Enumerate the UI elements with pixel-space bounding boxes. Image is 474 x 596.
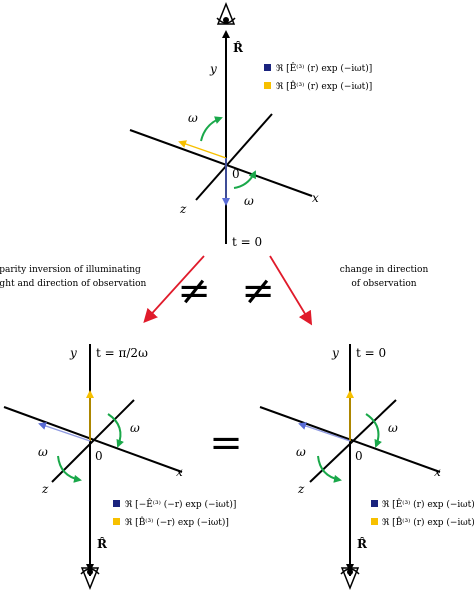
left-caption-line1: parity inversion of illuminating bbox=[0, 265, 141, 275]
eye-icon-bl bbox=[80, 567, 100, 591]
y-axis-label-top: y bbox=[209, 62, 217, 76]
legend-top: ℜ [Ê⁽³⁾ (r) exp (−iωt)] ℜ [B̂⁽³⁾ (r) exp… bbox=[264, 62, 372, 92]
legend-text-b-br: ℜ [B̂⁽³⁾ (r) exp (−iωt)] bbox=[382, 516, 474, 528]
y-axis-label-br: y bbox=[331, 346, 339, 360]
z-axis-label-br: z bbox=[297, 482, 305, 496]
right-caption-line2: of observation bbox=[351, 279, 416, 289]
e-field-vector-bl bbox=[38, 422, 91, 442]
legend-swatch-e-bl bbox=[113, 500, 120, 507]
z-axis-label-bl: z bbox=[41, 482, 49, 496]
omega-label-bl-left: ω bbox=[38, 445, 48, 459]
legend-text-e-bl: ℜ [−Ê⁽³⁾ (−r) exp (−iωt)] bbox=[125, 498, 236, 510]
not-equal-sign-2: ≠ bbox=[241, 268, 275, 314]
legend-swatch-b-br bbox=[371, 518, 378, 525]
equal-sign: = bbox=[209, 420, 243, 466]
x-axis-label-top: x bbox=[312, 191, 319, 205]
eye-icon-br bbox=[340, 567, 360, 591]
x-axis-label-bl: x bbox=[176, 465, 183, 479]
b-field-vector-top bbox=[178, 140, 227, 159]
time-label-br: t = 0 bbox=[356, 346, 386, 360]
r-hat-label-top: R̂ bbox=[233, 40, 244, 55]
right-caption-line1: change in direction bbox=[340, 265, 429, 275]
transition-arrow-left bbox=[143, 255, 205, 323]
omega-arrow-br-left bbox=[317, 455, 342, 483]
legend-br: ℜ [Ê⁽³⁾ (r) exp (−iωt)] ℜ [B̂⁽³⁾ (r) exp… bbox=[371, 498, 474, 528]
r-hat-label-bl: R̂ bbox=[97, 536, 108, 551]
omega-label-top-upper: ω bbox=[188, 111, 198, 125]
y-axis-label-bl: y bbox=[69, 346, 77, 360]
omega-label-bl-right: ω bbox=[130, 421, 140, 435]
legend-text-e-br: ℜ [Ê⁽³⁾ (r) exp (−iωt)] bbox=[382, 498, 474, 510]
x-axis-bl bbox=[3, 406, 183, 473]
origin-label-top: 0 bbox=[232, 167, 240, 181]
legend-bl: ℜ [−Ê⁽³⁾ (−r) exp (−iωt)] ℜ [B̂⁽³⁾ (−r) … bbox=[113, 498, 236, 528]
omega-arrow-top-lower bbox=[233, 170, 256, 189]
z-axis-br bbox=[309, 399, 397, 483]
not-equal-sign-1: ≠ bbox=[177, 268, 211, 314]
omega-arrow-bl-right bbox=[107, 413, 124, 448]
transitions: parity inversion of illuminating light a… bbox=[0, 255, 429, 466]
omega-label-br-right: ω bbox=[388, 421, 398, 435]
z-axis-bl bbox=[51, 399, 135, 483]
omega-arrow-br-right bbox=[365, 413, 382, 448]
omega-arrow-top-upper bbox=[200, 116, 223, 142]
omega-label-br-left: ω bbox=[296, 445, 306, 459]
bottom-right-diagram: y t = 0 ω ω 0 x z R̂ ℜ [Ê⁽³⁾ (r) exp (−i… bbox=[259, 344, 474, 591]
legend-text-b-top: ℜ [B̂⁽³⁾ (r) exp (−iωt)] bbox=[276, 80, 372, 92]
time-label-bl: t = π/2ω bbox=[96, 346, 148, 360]
z-axis-label-top: z bbox=[179, 202, 187, 216]
left-caption-line2: light and direction of observation bbox=[0, 279, 147, 289]
x-axis-label-br: x bbox=[434, 465, 441, 479]
r-hat-label-br: R̂ bbox=[357, 536, 368, 551]
origin-label-br: 0 bbox=[355, 449, 363, 463]
legend-swatch-e-top bbox=[264, 64, 271, 71]
legend-text-b-bl: ℜ [B̂⁽³⁾ (−r) exp (−iωt)] bbox=[125, 516, 229, 528]
legend-text-e-top: ℜ [Ê⁽³⁾ (r) exp (−iωt)] bbox=[276, 62, 372, 74]
z-axis-top bbox=[195, 113, 273, 201]
transition-arrow-right bbox=[269, 255, 313, 326]
bottom-left-diagram: y t = π/2ω ω ω 0 x z R̂ ℜ [−Ê⁽³⁾ (−r) ex… bbox=[3, 344, 236, 591]
legend-swatch-b-top bbox=[264, 82, 271, 89]
time-label-top: t = 0 bbox=[232, 235, 262, 249]
legend-swatch-e-br bbox=[371, 500, 378, 507]
top-diagram: R̂ y ω ω 0 x z t = 0 ℜ [Ê⁽³⁾ (r) exp (−i… bbox=[129, 1, 372, 249]
e-field-vector-br bbox=[298, 422, 351, 442]
omega-arrow-bl-left bbox=[57, 455, 82, 483]
eye-icon-top bbox=[216, 1, 236, 25]
x-axis-top bbox=[129, 129, 313, 197]
omega-label-top-lower: ω bbox=[244, 194, 254, 208]
legend-swatch-b-bl bbox=[113, 518, 120, 525]
origin-label-bl: 0 bbox=[95, 449, 103, 463]
